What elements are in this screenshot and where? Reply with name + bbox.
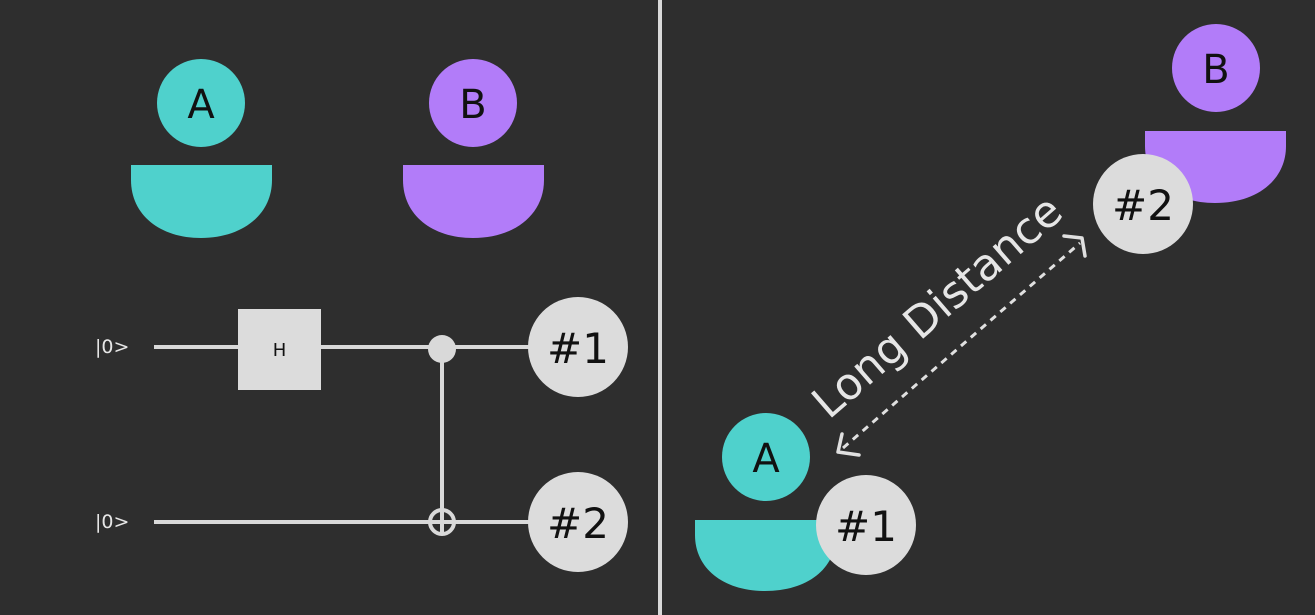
- right-qubit-1-circle: [816, 475, 916, 575]
- long-distance-dashed-line: [842, 241, 1081, 450]
- long-distance-arrow: [836, 234, 1087, 457]
- person-a-figure: A: [131, 59, 272, 238]
- person-b-head: [429, 59, 517, 147]
- person-a-body: [131, 165, 272, 238]
- right-qubit-2-circle: [1093, 154, 1193, 254]
- right-person-a-letter: A: [752, 436, 780, 482]
- person-b-body: [403, 165, 544, 238]
- person-a-head: [157, 59, 245, 147]
- qubit-1-label: #1: [547, 324, 609, 373]
- cnot-control-dot: [428, 335, 456, 363]
- left-panel: A B |0> |0> H #1: [95, 59, 628, 572]
- arrowhead-lower-icon: [836, 432, 861, 457]
- qubit-1-circle: [528, 297, 628, 397]
- right-person-a-head: [722, 413, 810, 501]
- right-qubit-2-label: #2: [1112, 181, 1174, 230]
- hadamard-gate-label: H: [273, 340, 287, 361]
- right-person-b-letter: B: [1202, 47, 1229, 93]
- right-person-a-figure: A: [695, 413, 836, 591]
- right-qubit-1-label: #1: [835, 502, 897, 551]
- quantum-circuit: |0> |0> H #1 #2: [95, 297, 628, 572]
- init-state-label-1: |0>: [95, 336, 129, 358]
- person-b-figure: B: [403, 59, 544, 238]
- qubit-2-label: #2: [547, 499, 609, 548]
- arrowhead-upper-icon: [1062, 234, 1087, 258]
- person-b-letter: B: [459, 82, 486, 128]
- person-a-letter: A: [187, 82, 215, 128]
- right-person-b-head: [1172, 24, 1260, 112]
- hadamard-gate: [238, 309, 321, 390]
- init-state-label-2: |0>: [95, 511, 129, 533]
- right-person-a-body: [695, 520, 836, 591]
- qubit-2-circle: [528, 472, 628, 572]
